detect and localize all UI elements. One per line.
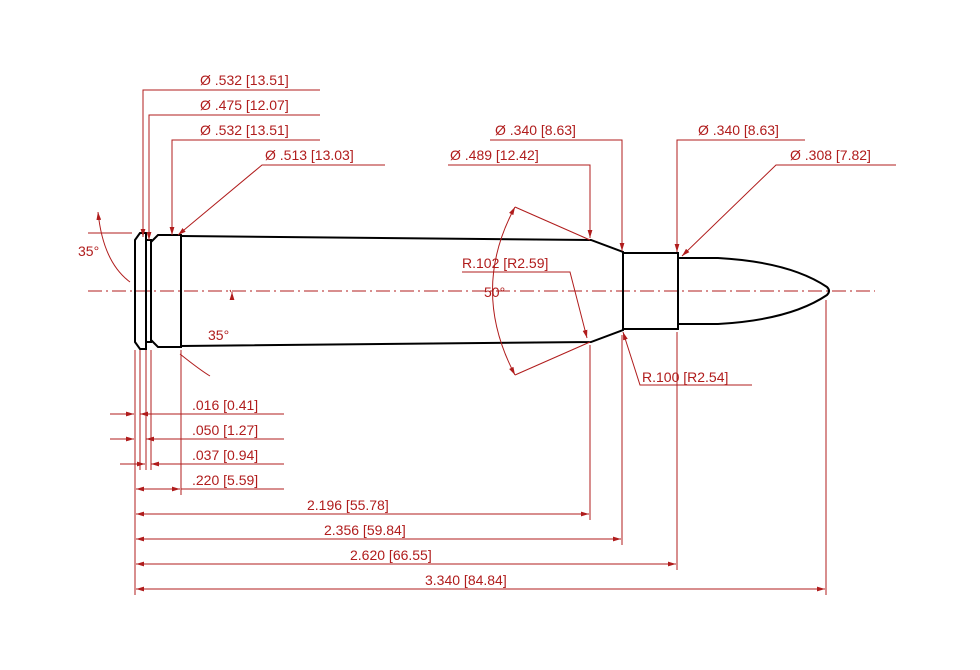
label-len-overall: 3.340 [84.84] [425, 572, 507, 588]
small-length-dims [110, 350, 284, 595]
label-angle-groove: 35° [208, 327, 229, 343]
label-dia-shoulder: Ø .489 [12.42] [450, 147, 539, 163]
label-radius-neck: R.100 [R2.54] [642, 369, 728, 385]
label-dia-groove: Ø .475 [12.07] [200, 97, 289, 113]
label-dia-rim-1: Ø .532 [13.51] [200, 72, 289, 88]
label-dia-base: Ø .513 [13.03] [265, 147, 354, 163]
label-len-base: .220 [5.59] [192, 472, 258, 488]
label-len-groove-start: .050 [1.27] [192, 422, 258, 438]
angle-marks [88, 206, 752, 386]
label-len-case: 2.620 [66.55] [350, 547, 432, 563]
label-dia-neck-top: Ø .340 [8.63] [495, 122, 576, 138]
case-neck [623, 252, 679, 330]
bullet [678, 257, 830, 325]
case-body [180, 235, 624, 347]
long-length-dims [136, 300, 827, 595]
label-len-shoulder-start: 2.196 [55.78] [307, 497, 389, 513]
case-base-band [150, 234, 182, 348]
case-rim [134, 232, 147, 350]
label-dia-neck-end: Ø .340 [8.63] [698, 122, 779, 138]
label-angle-shoulder: 50° [484, 284, 505, 300]
label-radius-shoulder: R.102 [R2.59] [462, 255, 548, 271]
label-len-shoulder-end: 2.356 [59.84] [324, 522, 406, 538]
label-dia-rim-2: Ø .532 [13.51] [200, 122, 289, 138]
label-len-groove: .037 [0.94] [192, 447, 258, 463]
label-dia-bullet: Ø .308 [7.82] [790, 147, 871, 163]
label-angle-rim: 35° [78, 243, 99, 259]
label-len-rim: .016 [0.41] [192, 397, 258, 413]
diameter-leaders [140, 89, 896, 257]
